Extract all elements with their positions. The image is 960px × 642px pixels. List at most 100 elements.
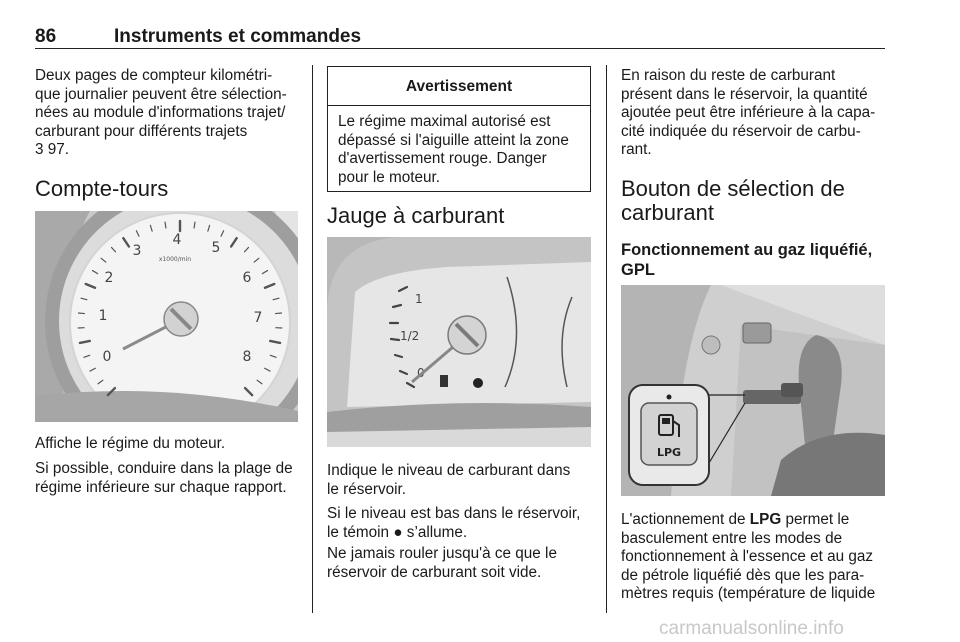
tacho-tick [274, 312, 283, 315]
text-line: Si le niveau est bas dans le réservoir, [327, 505, 581, 522]
tacho-tick [261, 269, 269, 275]
tachometer-illustration: 0 1 2 3 4 5 6 7 8 x1000/min [35, 211, 298, 422]
cross-reference: 3 97. [35, 141, 70, 159]
tacho-tick [80, 297, 88, 301]
page-header: 86 Instruments et commandes [35, 22, 885, 49]
tacho-tick [89, 367, 96, 372]
text-line: basculement entre les modes de [621, 529, 843, 547]
text-line: de pétrole liquéfié dès que les para- [621, 566, 865, 584]
fuel-remaining-paragraph: En raison du reste de carburant présent … [621, 67, 891, 160]
tacho-advice: Si possible, conduire dans la plage de r… [35, 460, 305, 497]
gauge-label-full: 1 [415, 292, 423, 306]
lpg-operation-paragraph: L'actionnement de LPG permet le basculem… [621, 511, 891, 604]
tacho-tick [263, 282, 276, 289]
heading-line: carburant [621, 200, 714, 225]
warning-text: Le régime maximal autorisé est dépassé s… [328, 106, 590, 187]
page-number: 86 [35, 26, 57, 47]
tacho-tick [243, 246, 250, 253]
intro-paragraph: Deux pages de compteur kilométri- que jo… [35, 67, 305, 160]
tacho-tick [77, 312, 86, 315]
tick-label: 8 [243, 349, 252, 365]
warning-title: Avertissement [328, 67, 590, 106]
text-line: Si possible, conduire dans la plage de [35, 460, 293, 477]
low-fuel-indicator-icon [473, 378, 483, 388]
text-line: nées au module d'informations trajet/ [35, 104, 286, 122]
tacho-tick [106, 386, 117, 397]
tacho-tick [229, 236, 238, 248]
text-line: d'avertissement rouge. Danger [338, 150, 547, 168]
tacho-tick [135, 230, 140, 237]
tacho-tick [272, 297, 280, 301]
fuel-gauge-illustration: 1 1/2 0 [327, 237, 591, 447]
tacho-tick [97, 379, 104, 385]
text-line: Le régime maximal autorisé est [338, 113, 551, 130]
column-divider-right [606, 65, 608, 613]
tick-label: 6 [243, 270, 252, 286]
text-line: Deux pages de compteur kilométri- [35, 67, 273, 84]
text-line: que journalier peuvent être sélection- [35, 85, 287, 103]
tacho-tick [164, 221, 167, 229]
tacho-tick [110, 246, 117, 253]
tacho-tick [256, 379, 263, 385]
tacho-tick [243, 386, 254, 397]
section-heading-fuel-gauge: Jauge à carburant [327, 203, 505, 228]
section-heading-tachometer: Compte-tours [35, 176, 169, 201]
text-line: cité indiquée du réservoir de carbu- [621, 122, 861, 140]
tacho-tick [264, 367, 271, 372]
watermark: carmanualsonline.info [659, 618, 844, 639]
low-fuel-paragraph: Si le niveau est bas dans le réservoir, … [327, 505, 597, 542]
tacho-tick [78, 339, 91, 345]
column-divider-left [312, 65, 314, 613]
tacho-tick [207, 224, 211, 232]
heading-line: Bouton de sélection de [621, 176, 845, 201]
tacho-tick [269, 339, 282, 345]
lpg-button-illustration: LPG [621, 285, 885, 496]
text-line: L'actionnement de LPG permet le [621, 511, 850, 528]
text-line: le réservoir. [327, 480, 407, 498]
warning-box: Avertissement Le régime maximal autorisé… [327, 66, 591, 192]
tacho-tick [220, 230, 225, 237]
text-line: pour le moteur. [338, 168, 441, 186]
text-line: Ne jamais rouler jusqu'à ce que le [327, 545, 557, 562]
heading-line: Fonctionnement au gaz liquéfié, [621, 241, 873, 259]
tick-label: 1 [99, 308, 108, 324]
tick-label: 4 [173, 232, 182, 248]
text-line: dépassé si l'aiguille atteint la zone [338, 131, 569, 149]
tacho-tick [193, 221, 196, 229]
tacho-tick [84, 282, 97, 289]
tacho-tick [269, 354, 277, 358]
tick-label: 2 [105, 270, 114, 286]
tacho-tick [91, 269, 99, 275]
subheading-lpg-operation: Fonctionnement au gaz liquéfié, GPL [621, 240, 872, 280]
text-line: mètres requis (température de liquide [621, 585, 876, 603]
lpg-button-label: LPG [657, 446, 681, 459]
gauge-label-half: 1/2 [400, 329, 419, 343]
tick-label: 0 [103, 349, 112, 365]
text-line: fonctionnement à l'essence et au gaz [621, 548, 874, 566]
fuel-gauge-description: Indique le niveau de carburant dans le r… [327, 462, 597, 499]
text-line: Indique le niveau de carburant dans [327, 462, 571, 479]
tacho-unit: x1000/min [159, 256, 191, 263]
text-line: carburant pour différents trajets [35, 122, 248, 140]
section-heading-fuel-selector: Bouton de sélection de carburant [621, 177, 845, 225]
tacho-tick [83, 354, 91, 358]
tacho-description: Affiche le régime du moteur. [35, 435, 226, 452]
tick-label: 5 [212, 240, 221, 256]
text-line: En raison du reste de carburant [621, 67, 836, 84]
tacho-tick [149, 224, 153, 232]
fuel-pump-icon [440, 375, 448, 387]
tacho-tick [253, 257, 260, 263]
text-line: ajoutée peut être inférieure à la capa- [621, 104, 876, 122]
lpg-term: LPG [749, 511, 782, 528]
tick-label: 3 [133, 243, 142, 259]
lpg-fuel-pump-icon [658, 414, 680, 437]
tacho-tick [122, 236, 131, 248]
text-line: rant. [621, 141, 652, 159]
text-line: régime inférieure sur chaque rapport. [35, 478, 287, 496]
heading-line: GPL [621, 261, 655, 279]
tacho-tick [100, 257, 107, 263]
empty-tank-warning-paragraph: Ne jamais rouler jusqu'à ce que le réser… [327, 545, 597, 582]
text-line: le témoin ● s’allume. [327, 523, 468, 541]
tick-label: 7 [254, 310, 263, 326]
page-title: Instruments et commandes [114, 26, 362, 47]
